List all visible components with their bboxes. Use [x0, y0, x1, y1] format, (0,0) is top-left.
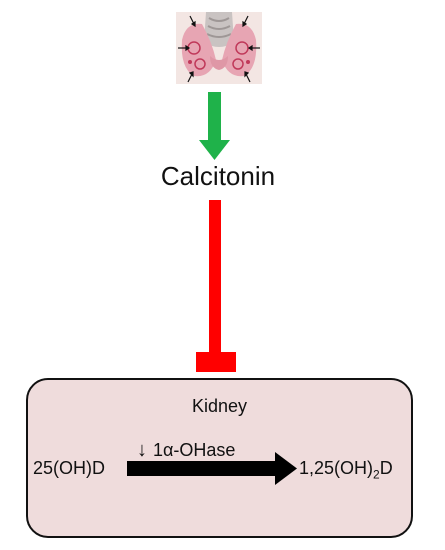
- kidney-title: Kidney: [191, 396, 248, 416]
- substrate-label: 25(OH)D: [33, 458, 106, 478]
- product-suffix: D: [379, 458, 393, 478]
- calcitonin-label: Calcitonin: [160, 161, 276, 191]
- thyroid-gland-image: [176, 12, 262, 84]
- product-prefix: 1,25(OH): [299, 458, 374, 478]
- down-arrow-icon: ↓: [137, 439, 147, 461]
- reaction-arrow: [127, 452, 297, 485]
- kidney-box: [26, 378, 413, 538]
- enzyme-name: 1α-OHase: [153, 440, 236, 460]
- inhibit-arrow: [196, 200, 236, 372]
- product-subscript: 2: [373, 467, 380, 482]
- enzyme-label: ↓ 1α-OHase: [137, 439, 235, 462]
- product-label: 1,25(OH)2D: [299, 458, 393, 482]
- stimulate-arrow: [199, 92, 230, 160]
